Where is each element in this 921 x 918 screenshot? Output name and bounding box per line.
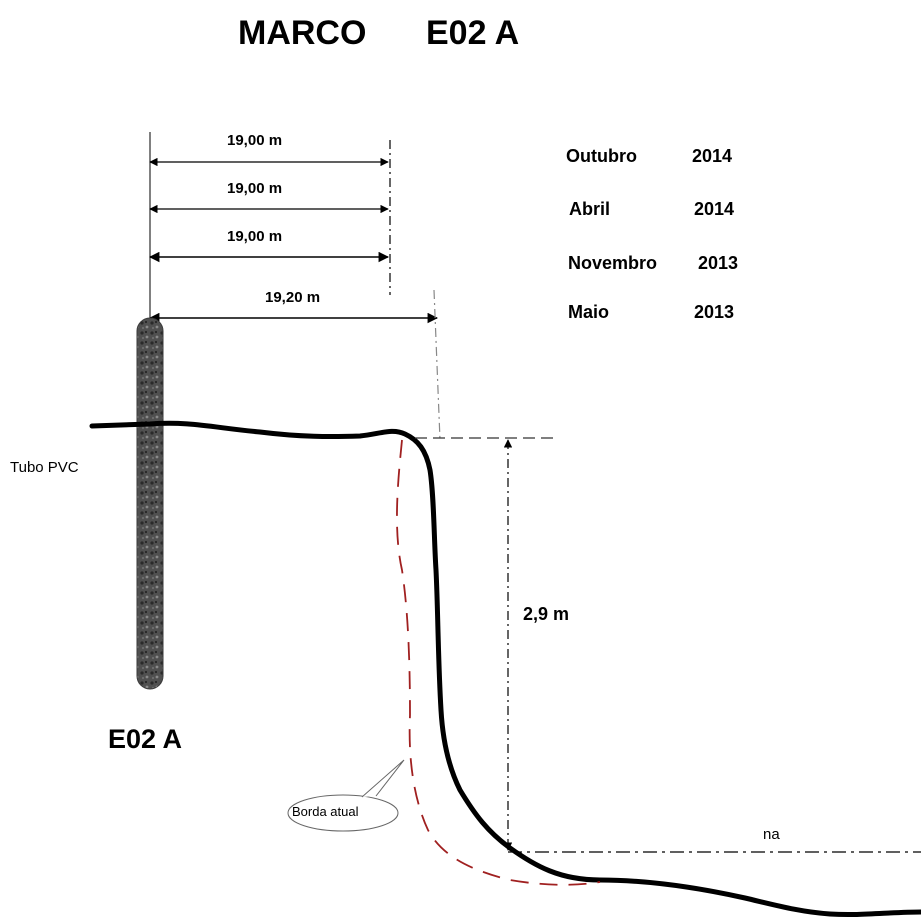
date-month-3: Novembro [568, 253, 658, 273]
title-label: MARCO [238, 14, 367, 52]
marker-label: E02 A [108, 724, 183, 754]
measurement-label-2: 19,00 m [227, 180, 283, 197]
title-marker: E02 A [426, 14, 520, 52]
measurement-label-3: 19,00 m [227, 228, 283, 245]
measurement-label-4: 19,20 m [265, 289, 321, 306]
callout-pointer [361, 759, 405, 798]
pvc-tube [137, 318, 163, 689]
ground-profile [89, 420, 921, 918]
current-edge-label: Borda atual [292, 804, 359, 819]
date-year-2: 2014 [694, 199, 735, 219]
measurement-label-1: 19,00 m [227, 132, 283, 149]
date-month-1: Outubro [566, 146, 637, 166]
date-month-4: Maio [568, 302, 610, 322]
date-year-4: 2013 [694, 302, 735, 322]
date-year-3: 2013 [698, 253, 739, 273]
water-level-label: na [763, 826, 780, 843]
extension-line-19-20 [433, 289, 441, 441]
previous-edge-line [396, 439, 601, 886]
callout-bubble [287, 794, 399, 832]
date-month-2: Abril [569, 199, 611, 219]
height-label: 2,9 m [523, 604, 570, 624]
date-year-1: 2014 [692, 146, 733, 166]
tube-label: Tubo PVC [10, 459, 79, 476]
